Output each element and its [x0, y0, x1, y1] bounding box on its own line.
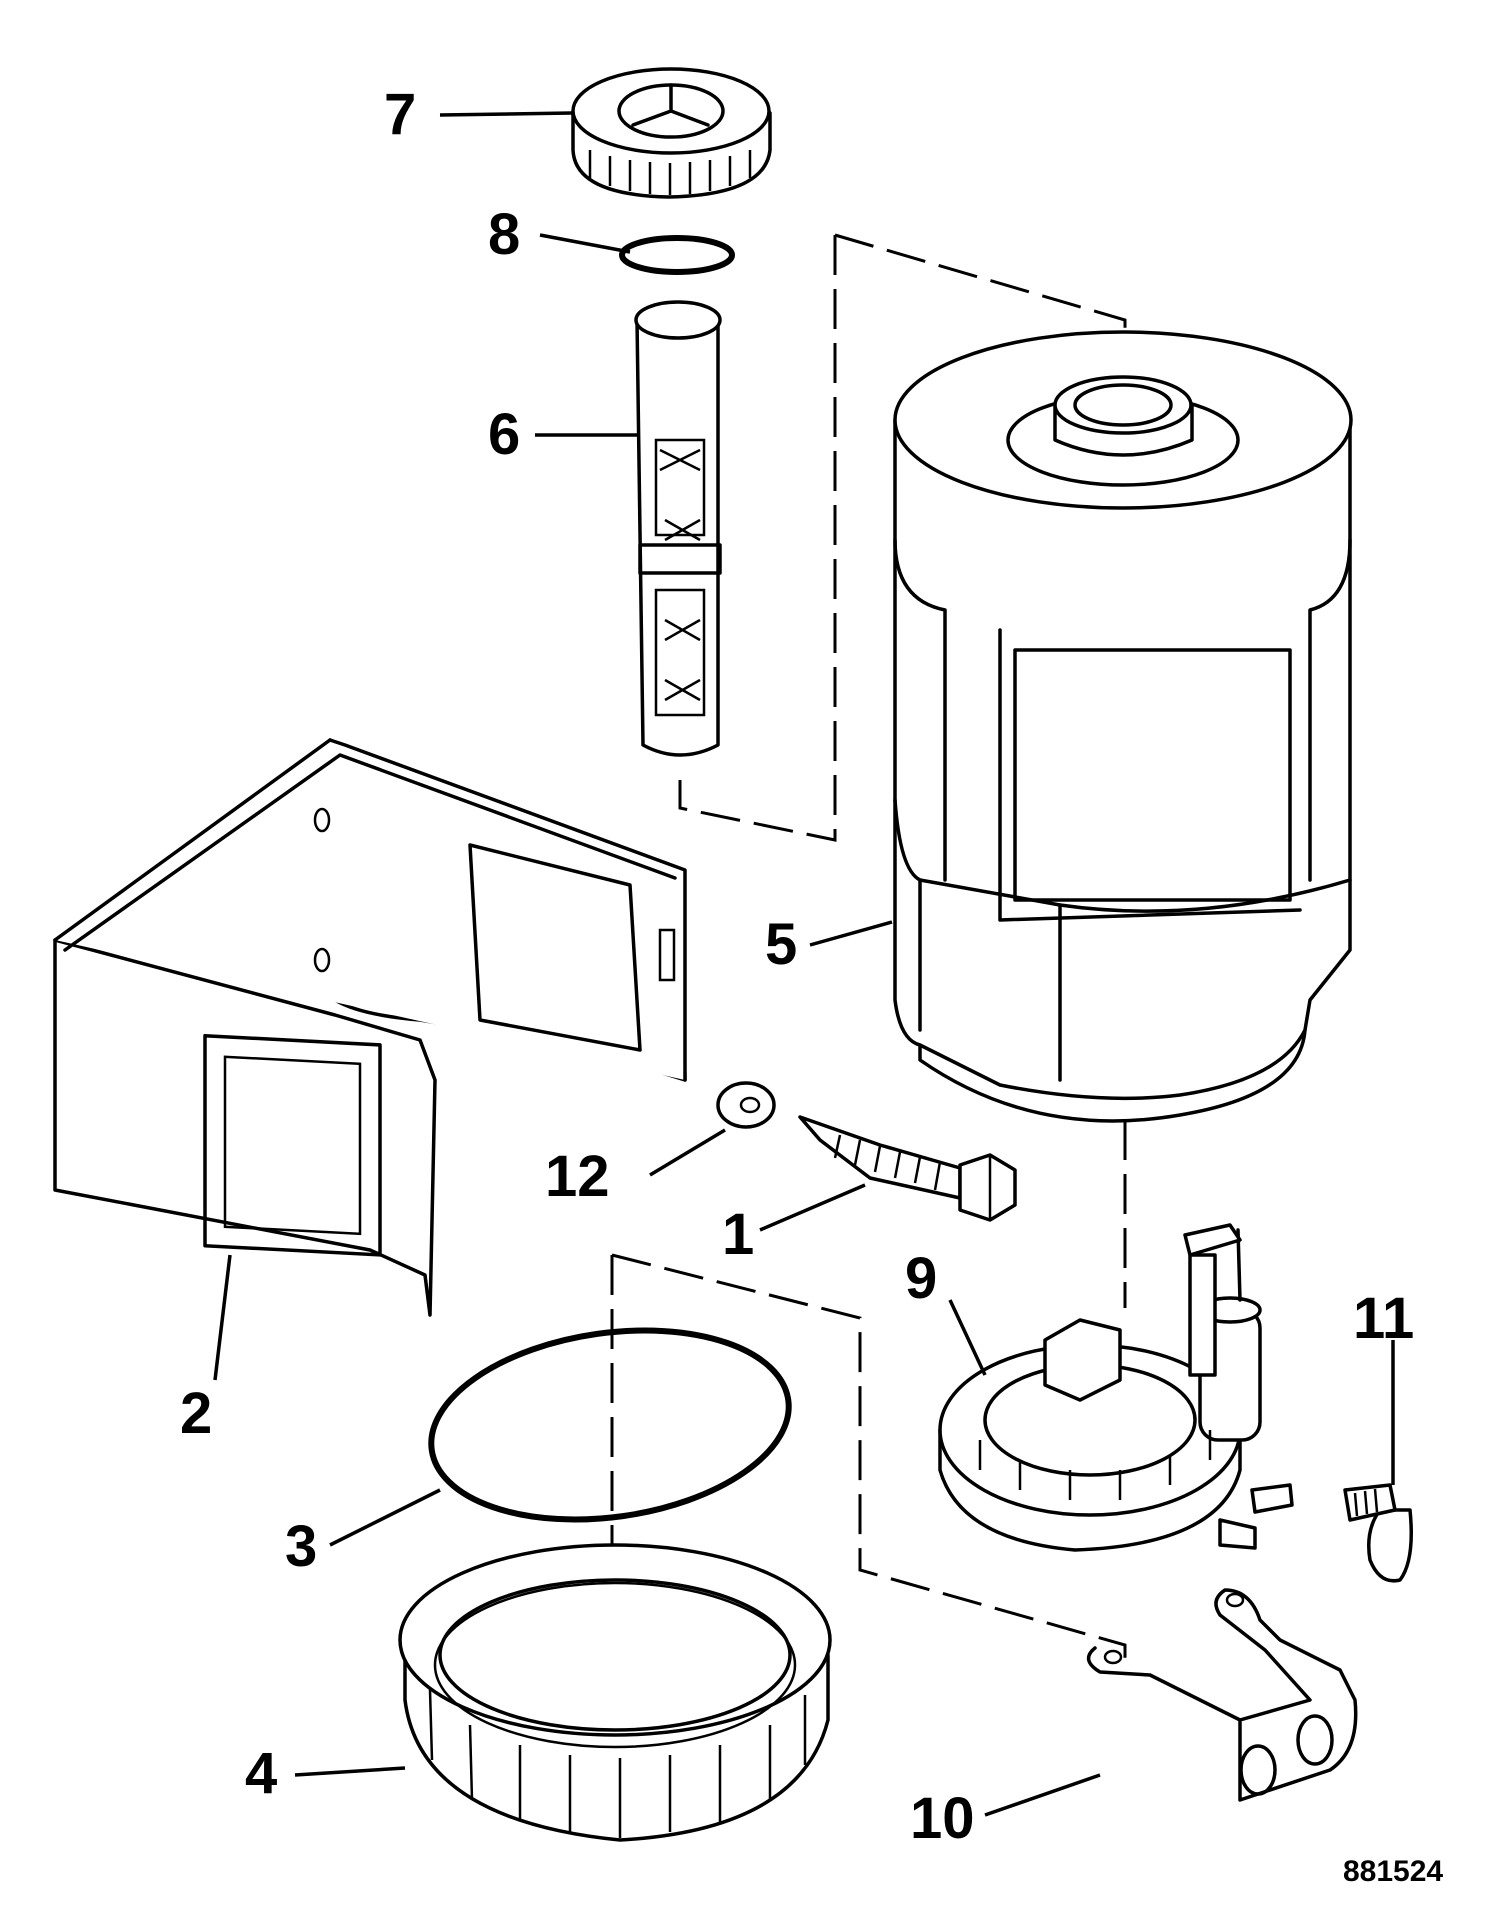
sender-pump-assembly-icon	[938, 1223, 1294, 1552]
callout-9: 9	[905, 1246, 938, 1311]
callout-12: 12	[545, 1144, 610, 1209]
mounting-bracket-icon	[53, 738, 687, 1317]
filter-screen-icon	[634, 300, 722, 757]
callout-6: 6	[488, 402, 521, 467]
callout-1: 1	[722, 1202, 755, 1267]
callout-3: 3	[285, 1514, 318, 1579]
lag-screw-icon	[798, 1115, 1017, 1222]
figure-id: 881524	[1343, 1855, 1444, 1888]
seal-ring-icon	[619, 235, 735, 275]
ground-strap-icon	[1086, 1588, 1358, 1802]
callout-2: 2	[180, 1381, 213, 1446]
alignment-guides	[610, 233, 1127, 1770]
callout-11: 11	[1353, 1286, 1415, 1351]
filler-cap-icon	[571, 67, 772, 199]
callout-10: 10	[910, 1786, 975, 1851]
callout-8: 8	[488, 202, 521, 267]
washer-icon	[716, 1081, 776, 1129]
leader-lines	[213, 111, 1395, 1817]
o-ring-icon	[428, 1327, 792, 1523]
oil-tank-icon	[893, 330, 1353, 1123]
callout-5: 5	[765, 912, 798, 977]
callout-4: 4	[245, 1741, 278, 1806]
callout-7: 7	[384, 82, 417, 147]
hose-clamp-icon	[1343, 1483, 1413, 1583]
retaining-ring-icon	[398, 1543, 832, 1842]
